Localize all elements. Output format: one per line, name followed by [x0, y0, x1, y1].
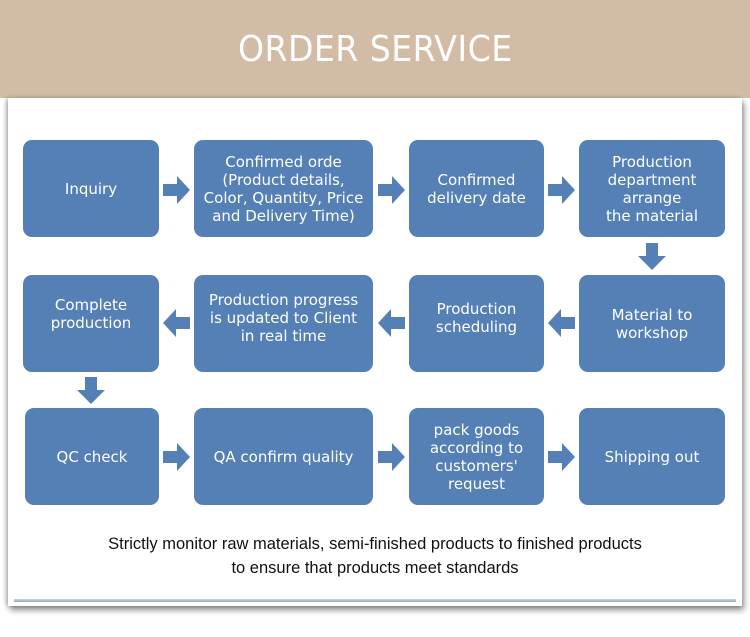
step-inquiry: Inquiry — [23, 140, 159, 237]
step-qa-confirm: QA confirm quality — [194, 408, 373, 505]
step-progress-update: Production progress is updated to Client… — [194, 275, 373, 372]
page-title: ORDER SERVICE — [237, 28, 513, 70]
arrow-left-icon — [378, 309, 405, 337]
arrow-down-icon — [638, 243, 666, 270]
arrow-right-icon — [548, 443, 575, 471]
step-production-scheduling: Production scheduling — [409, 275, 544, 372]
step-qc-check: QC check — [25, 408, 159, 505]
arrow-right-icon — [548, 176, 575, 204]
arrow-down-icon — [77, 377, 105, 404]
step-arrange-material: Production department arrange the materi… — [579, 140, 725, 237]
arrow-right-icon — [163, 176, 190, 204]
step-shipping-out: Shipping out — [579, 408, 725, 505]
panel-divider — [14, 599, 736, 602]
arrow-right-icon — [378, 443, 405, 471]
step-confirmed-delivery-date: Confirmed delivery date — [409, 140, 544, 237]
arrow-right-icon — [378, 176, 405, 204]
arrow-right-icon — [163, 443, 190, 471]
step-confirmed-order: Confirmed orde (Product details, Color, … — [194, 140, 373, 237]
step-complete-production: Complete production — [23, 275, 159, 372]
header-banner: ORDER SERVICE — [0, 0, 750, 98]
arrow-left-icon — [163, 309, 190, 337]
arrow-left-icon — [548, 309, 575, 337]
step-pack-goods: pack goods according to customers' reque… — [409, 408, 544, 505]
quality-statement: Strictly monitor raw materials, semi-fin… — [108, 535, 642, 577]
step-material-to-workshop: Material to workshop — [579, 275, 725, 372]
